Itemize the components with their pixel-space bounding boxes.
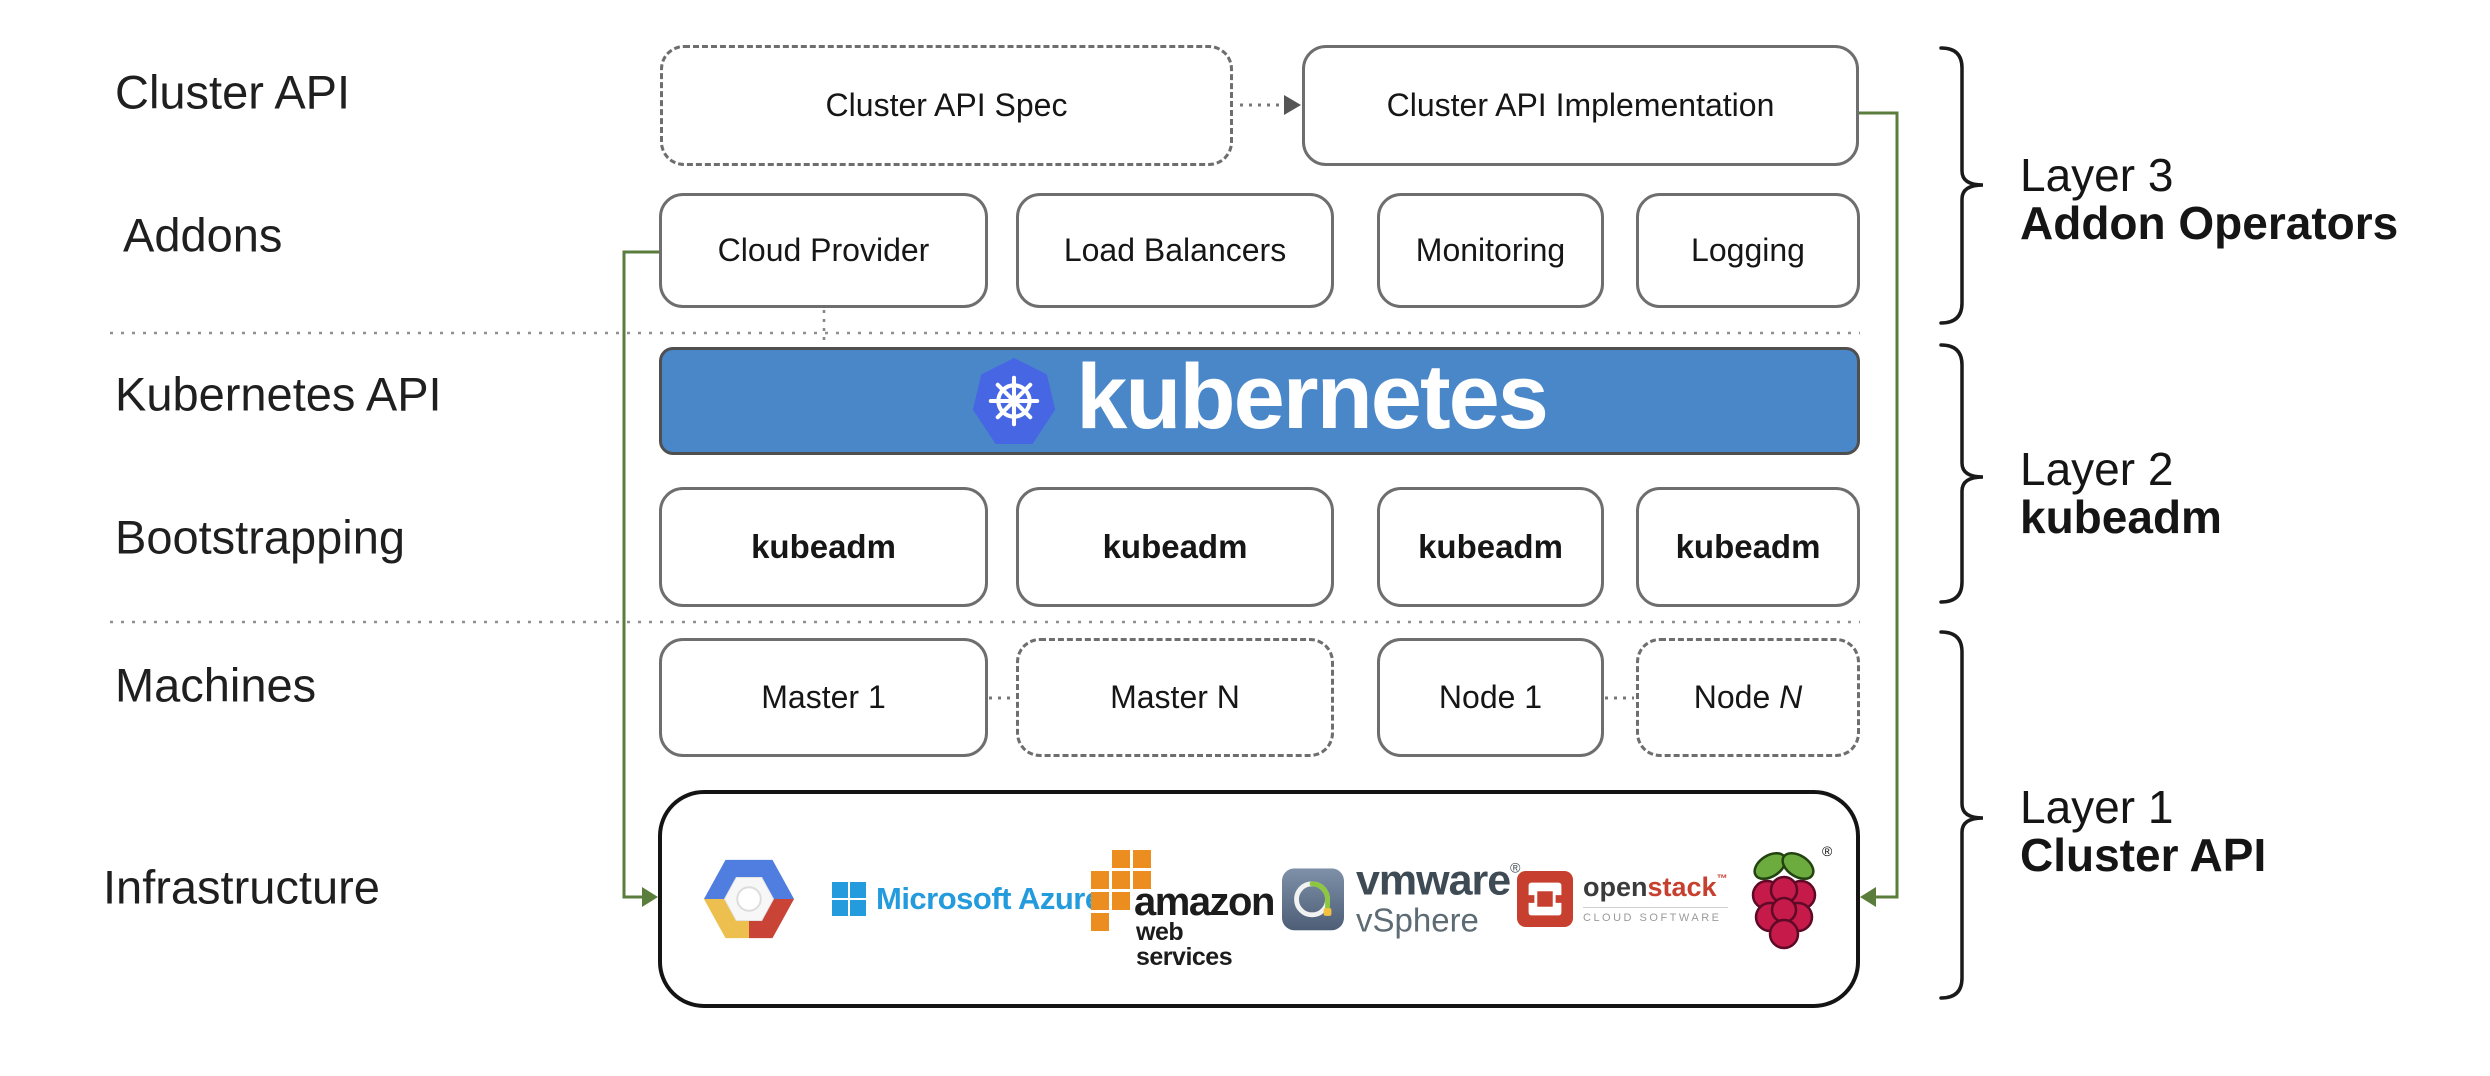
vmware-vsphere-logo: vmware® vSphere: [1282, 859, 1521, 938]
brace-layer-2-icon: [1939, 343, 1984, 604]
vmware-reg-mark: ®: [1510, 859, 1521, 876]
openstack-stack-text: stack: [1647, 872, 1717, 902]
machine-box-node-n: Node N: [1636, 638, 1860, 757]
aws-cubes-icon: [1091, 850, 1151, 931]
infra-left-arrowhead-icon: [642, 887, 658, 907]
addon-label-load-balancers: Load Balancers: [1063, 232, 1287, 268]
machine-label-node-n: Node N: [1693, 679, 1803, 715]
spec-to-impl-arrowhead-icon: [1284, 95, 1301, 115]
kubeadm-label-3: kubeadm: [1418, 528, 1563, 565]
addon-label-monitoring: Monitoring: [1415, 232, 1566, 268]
kubeadm-box-1: kubeadm: [659, 487, 988, 607]
openstack-icon: [1517, 871, 1573, 927]
vmware-product-text: vSphere: [1356, 901, 1479, 939]
cluster-api-implementation-box: Cluster API Implementation: [1302, 45, 1859, 166]
machine-box-node-1: Node 1: [1377, 638, 1604, 757]
addon-box-cloud-provider: Cloud Provider: [659, 193, 988, 308]
row-label-bootstrapping: Bootstrapping: [115, 510, 406, 564]
infrastructure-box: Microsoft Azure amazon web services: [658, 790, 1860, 1008]
kubeadm-box-3: kubeadm: [1377, 487, 1604, 607]
layer-1-line2: Cluster API: [2020, 829, 2267, 881]
addon-box-monitoring: Monitoring: [1377, 193, 1604, 308]
machine-label-node-1: Node 1: [1438, 679, 1543, 715]
rpi-reg-mark: ®: [1822, 843, 1832, 859]
openstack-open-text: open: [1583, 872, 1648, 902]
row-label-machines: Machines: [115, 658, 317, 712]
cluster-api-implementation-label: Cluster API Implementation: [1386, 87, 1775, 123]
openstack-subtitle: CLOUD SOFTWARE: [1583, 907, 1728, 924]
kubernetes-wheel-icon: [972, 358, 1056, 444]
raspberry-pi-logo-icon: ®: [1740, 840, 1832, 958]
vmware-name-text: vmware: [1356, 856, 1511, 905]
vmware-icon: [1282, 867, 1344, 930]
layer-2-label: Layer 2 kubeadm: [2020, 445, 2222, 541]
layer-1-line1: Layer 1: [2020, 781, 2174, 833]
cluster-api-spec-label: Cluster API Spec: [825, 87, 1068, 123]
cluster-api-spec-box: Cluster API Spec: [660, 45, 1233, 166]
row-label-cluster-api: Cluster API: [115, 65, 351, 119]
layer-3-line1: Layer 3: [2020, 149, 2174, 201]
row-label-infrastructure: Infrastructure: [103, 860, 380, 914]
layer-2-line2: kubeadm: [2020, 491, 2222, 543]
layer-1-label: Layer 1 Cluster API: [2020, 783, 2266, 879]
brace-layer-3-icon: [1939, 46, 1984, 325]
azure-logo-text: Microsoft Azure: [876, 881, 1102, 916]
kubeadm-box-4: kubeadm: [1636, 487, 1860, 607]
machine-box-master-n: Master N: [1016, 638, 1334, 757]
implementation-to-infra-line: [1859, 111, 1899, 899]
aws-amazon-text: amazon: [1134, 880, 1275, 924]
aws-webservices-text: web services: [1136, 918, 1233, 971]
kubeadm-label-1: kubeadm: [751, 528, 896, 565]
ship-wheel-icon: [988, 375, 1040, 427]
layer-2-line1: Layer 2: [2020, 443, 2174, 495]
microsoft-window-icon: [832, 882, 866, 916]
machine-label-master-n: Master N: [1110, 679, 1240, 715]
brace-layer-1-icon: [1939, 630, 1984, 1000]
cloud-provider-to-infra-line: [622, 250, 659, 899]
openstack-tm-mark: ™: [1716, 873, 1728, 885]
infra-right-arrowhead-icon: [1860, 887, 1876, 907]
kubeadm-box-2: kubeadm: [1016, 487, 1334, 607]
layer-3-label: Layer 3 Addon Operators: [2020, 151, 2398, 247]
addon-label-cloud-provider: Cloud Provider: [717, 232, 930, 268]
machine-label-master-1: Master 1: [761, 679, 886, 715]
kubeadm-label-2: kubeadm: [1102, 528, 1248, 565]
addon-box-logging: Logging: [1636, 193, 1860, 308]
row-label-addons: Addons: [123, 208, 283, 262]
row-label-kubernetes-api: Kubernetes API: [115, 367, 442, 421]
addon-box-load-balancers: Load Balancers: [1016, 193, 1334, 308]
kubernetes-banner: kubernetes: [659, 347, 1860, 455]
machine-box-master-1: Master 1: [659, 638, 988, 757]
kubeadm-label-4: kubeadm: [1675, 528, 1821, 565]
kubernetes-banner-label: kubernetes: [1076, 346, 1549, 448]
addon-label-logging: Logging: [1691, 232, 1805, 268]
aws-logo: amazon web services: [1090, 850, 1275, 970]
microsoft-azure-logo: Microsoft Azure: [832, 881, 1102, 917]
openstack-logo: openstack™ CLOUD SOFTWARE: [1517, 871, 1728, 927]
layer-3-line2: Addon Operators: [2020, 197, 2399, 249]
google-cloud-logo-icon: [702, 857, 796, 941]
